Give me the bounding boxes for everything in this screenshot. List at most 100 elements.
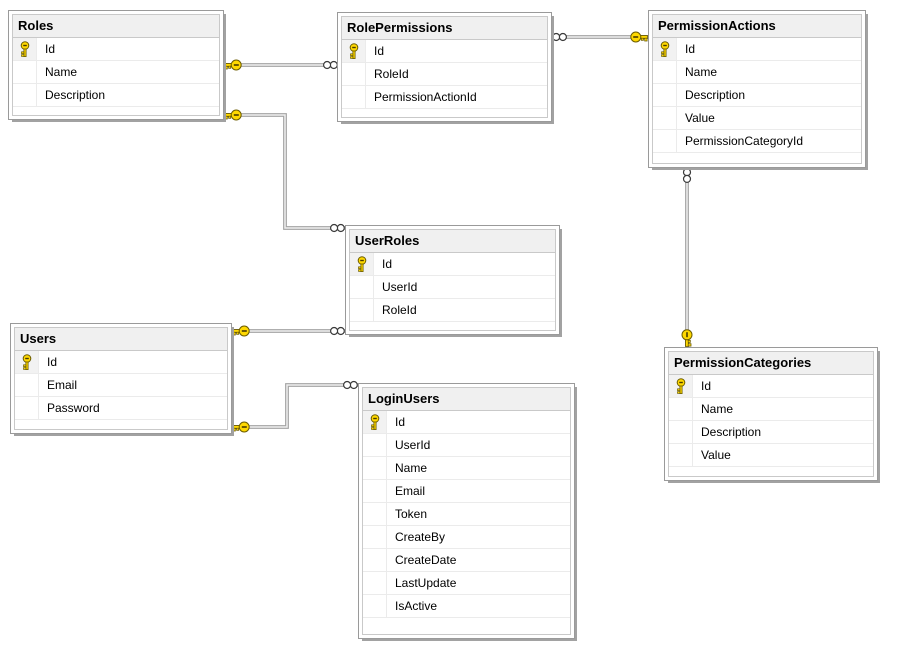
relationship-users-loginusers[interactable] bbox=[231, 380, 358, 433]
table-row[interactable]: LastUpdate bbox=[363, 572, 570, 595]
table-row[interactable]: Id bbox=[342, 40, 547, 63]
icon-cell bbox=[669, 421, 693, 443]
table-empty-area bbox=[350, 322, 555, 330]
column-name: Name bbox=[45, 65, 78, 79]
relationship-permissioncategories-permissionactions[interactable] bbox=[681, 168, 693, 348]
one-end-key-icon bbox=[231, 421, 250, 433]
table-row[interactable]: Name bbox=[363, 457, 570, 480]
table-permissionactions[interactable]: PermissionActions Id Name Description Va… bbox=[648, 10, 866, 168]
primary-key-icon bbox=[20, 40, 29, 57]
many-end-infinity-icon bbox=[323, 60, 338, 70]
table-empty-area bbox=[15, 420, 227, 429]
pk-cell bbox=[350, 253, 374, 275]
table-row[interactable]: Id bbox=[653, 38, 861, 61]
icon-cell bbox=[350, 276, 374, 298]
pk-cell bbox=[342, 40, 366, 62]
table-empty-area bbox=[653, 153, 861, 163]
table-row[interactable]: Id bbox=[669, 375, 873, 398]
column-name: Name bbox=[395, 461, 428, 475]
one-end-key-icon bbox=[681, 328, 693, 348]
icon-cell bbox=[653, 107, 677, 129]
column-name: Token bbox=[395, 507, 428, 521]
table-row[interactable]: UserId bbox=[350, 276, 555, 299]
column-name: Id bbox=[45, 42, 56, 56]
many-end-infinity-icon bbox=[330, 223, 345, 233]
table-row[interactable]: UserId bbox=[363, 434, 570, 457]
table-row[interactable]: Name bbox=[13, 61, 219, 84]
table-permissioncategories[interactable]: PermissionCategories Id Name Description… bbox=[664, 347, 878, 481]
table-row[interactable]: Value bbox=[653, 107, 861, 130]
table-row[interactable]: Token bbox=[363, 503, 570, 526]
table-row[interactable]: RoleId bbox=[350, 299, 555, 322]
table-title[interactable]: Users bbox=[15, 328, 227, 351]
icon-cell bbox=[13, 84, 37, 106]
column-name: PermissionActionId bbox=[374, 90, 477, 104]
column-name: UserId bbox=[382, 280, 418, 294]
table-row[interactable]: Id bbox=[350, 253, 555, 276]
column-name: Value bbox=[701, 448, 731, 462]
table-title[interactable]: PermissionActions bbox=[653, 15, 861, 38]
icon-cell bbox=[669, 398, 693, 420]
table-title[interactable]: LoginUsers bbox=[363, 388, 570, 411]
icon-cell bbox=[653, 130, 677, 152]
primary-key-icon bbox=[660, 40, 669, 57]
one-end-key-icon bbox=[223, 59, 242, 71]
table-title[interactable]: PermissionCategories bbox=[669, 352, 873, 375]
table-title[interactable]: RolePermissions bbox=[342, 17, 547, 40]
column-name: Name bbox=[685, 65, 718, 79]
one-end-key-icon bbox=[223, 109, 242, 121]
table-roles[interactable]: Roles Id Name Description bbox=[8, 10, 224, 120]
table-row[interactable]: Description bbox=[653, 84, 861, 107]
table-row[interactable]: CreateBy bbox=[363, 526, 570, 549]
column-name: Value bbox=[685, 111, 715, 125]
table-row[interactable]: Id bbox=[363, 411, 570, 434]
table-row[interactable]: IsActive bbox=[363, 595, 570, 618]
table-row[interactable]: Password bbox=[15, 397, 227, 420]
table-row[interactable]: PermissionActionId bbox=[342, 86, 547, 109]
primary-key-icon bbox=[370, 413, 379, 430]
relationship-permissionactions-rolepermissions[interactable] bbox=[552, 31, 649, 43]
primary-key-icon bbox=[349, 42, 358, 59]
table-row[interactable]: Name bbox=[669, 398, 873, 421]
column-name: Id bbox=[685, 42, 696, 56]
relationship-roles-rolepermissions[interactable] bbox=[223, 59, 338, 71]
icon-cell bbox=[363, 572, 387, 594]
table-userroles[interactable]: UserRoles Id UserId RoleId bbox=[345, 225, 560, 335]
column-name: Email bbox=[395, 484, 426, 498]
table-row[interactable]: CreateDate bbox=[363, 549, 570, 572]
icon-cell bbox=[15, 374, 39, 396]
table-title[interactable]: Roles bbox=[13, 15, 219, 38]
table-row[interactable]: Email bbox=[363, 480, 570, 503]
column-name: Id bbox=[701, 379, 712, 393]
table-row[interactable]: Value bbox=[669, 444, 873, 467]
table-row[interactable]: PermissionCategoryId bbox=[653, 130, 861, 153]
relationship-roles-userroles[interactable] bbox=[223, 109, 345, 233]
icon-cell bbox=[350, 299, 374, 321]
column-name: UserId bbox=[395, 438, 431, 452]
pk-cell bbox=[15, 351, 39, 373]
column-name: Description bbox=[45, 88, 106, 102]
table-row[interactable]: Id bbox=[15, 351, 227, 374]
icon-cell bbox=[15, 397, 39, 419]
icon-cell bbox=[363, 503, 387, 525]
table-users[interactable]: Users Id Email Password bbox=[10, 323, 232, 434]
table-row[interactable]: Email bbox=[15, 374, 227, 397]
relationship-users-userroles[interactable] bbox=[231, 325, 345, 337]
table-empty-area bbox=[342, 109, 547, 117]
table-row[interactable]: RoleId bbox=[342, 63, 547, 86]
table-title[interactable]: UserRoles bbox=[350, 230, 555, 253]
table-row[interactable]: Name bbox=[653, 61, 861, 84]
table-row[interactable]: Description bbox=[669, 421, 873, 444]
column-name: CreateBy bbox=[395, 530, 446, 544]
pk-cell bbox=[13, 38, 37, 60]
icon-cell bbox=[342, 86, 366, 108]
column-name: LastUpdate bbox=[395, 576, 457, 590]
one-end-key-icon bbox=[231, 325, 250, 337]
table-loginusers[interactable]: LoginUsers Id UserId Name Email Token bbox=[358, 383, 575, 639]
column-name: Id bbox=[374, 44, 385, 58]
table-row[interactable]: Id bbox=[13, 38, 219, 61]
table-rolepermissions[interactable]: RolePermissions Id RoleId PermissionActi… bbox=[337, 12, 552, 122]
column-name: CreateDate bbox=[395, 553, 457, 567]
table-row[interactable]: Description bbox=[13, 84, 219, 107]
